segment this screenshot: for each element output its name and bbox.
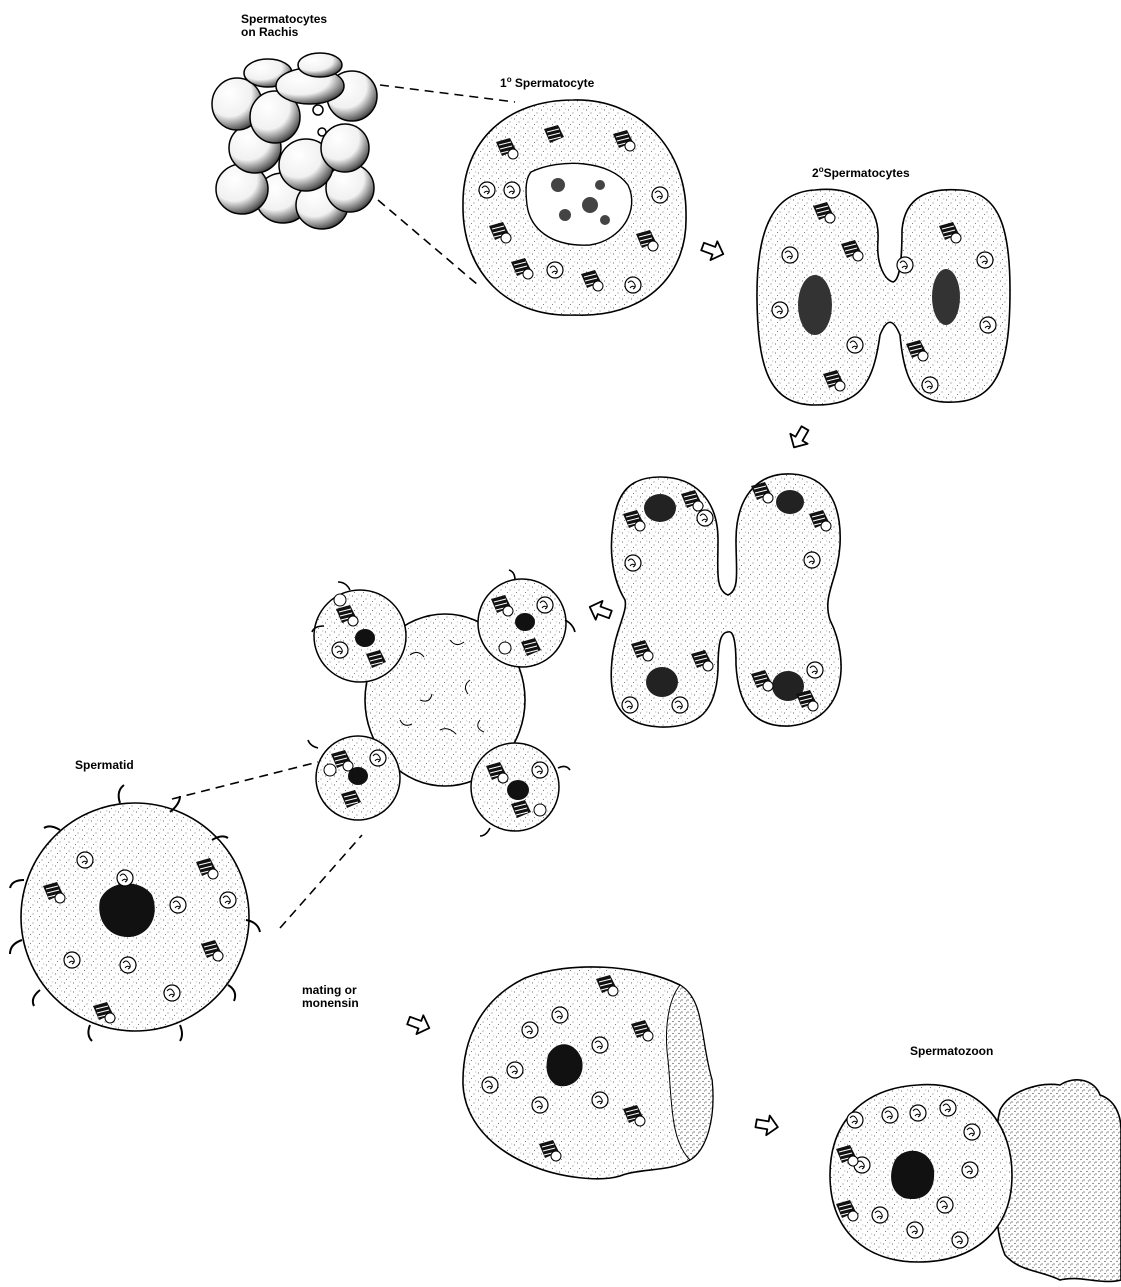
residual-body-with-spermatids <box>308 570 575 836</box>
open-arrow-icon <box>586 597 614 623</box>
secondary-prefix: 2 <box>812 166 819 180</box>
spermatozoon-cell <box>830 1080 1121 1282</box>
degree-mark: o <box>507 75 512 84</box>
primary-prefix: 1 <box>500 76 507 90</box>
secondary-spermatocytes-label: 2oSpermatocytes <box>812 163 910 180</box>
spermatid-cell <box>10 785 260 1041</box>
secondary-name: Spermatocytes <box>824 166 910 180</box>
primary-name: Spermatocyte <box>515 76 594 90</box>
open-arrow-icon <box>405 1011 433 1037</box>
spermatozoon-label: Spermatozoon <box>910 1045 993 1058</box>
rachis-cell-cluster <box>212 53 377 229</box>
trigger-label: mating or monensin <box>302 984 359 1010</box>
open-arrow-icon <box>699 237 727 263</box>
spermatid-label: Spermatid <box>75 759 134 772</box>
primary-spermatocyte-cell <box>463 100 686 315</box>
rachis-label-line2: on Rachis <box>241 26 327 39</box>
activating-spermatid-cell <box>463 967 713 1179</box>
meiosis-ii-dividing-cell <box>611 474 841 727</box>
secondary-spermatocytes-cell <box>757 189 1010 405</box>
open-arrow-icon <box>785 423 813 452</box>
open-arrow-icon <box>754 1113 779 1137</box>
rachis-label: Spermatocytes on Rachis <box>241 13 327 39</box>
trigger-label-line2: monensin <box>302 997 359 1010</box>
primary-spermatocyte-label: 1o Spermatocyte <box>500 73 594 90</box>
